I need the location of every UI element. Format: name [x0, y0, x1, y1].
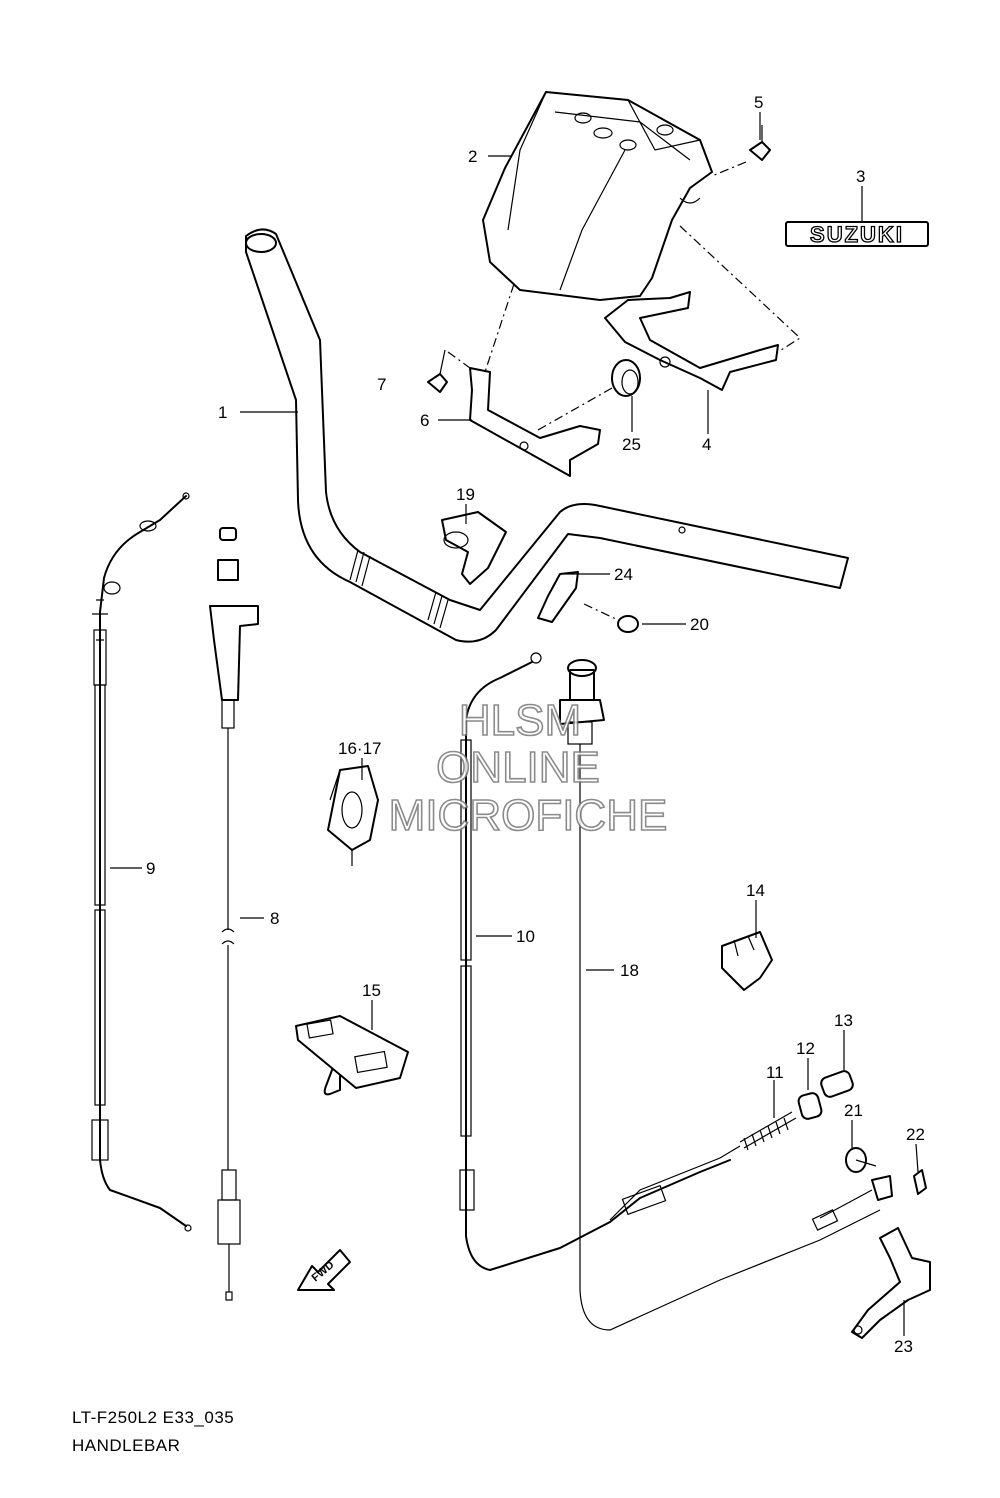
suzuki-emblem-text: SUZUKI: [810, 222, 904, 247]
callout-22: 22: [906, 1125, 925, 1144]
watermark-line-1: HLSM: [459, 696, 581, 745]
callout-7: 7: [377, 375, 386, 394]
callout-9: 9: [146, 859, 155, 878]
callout-23: 23: [894, 1337, 913, 1356]
grommet-25: [611, 359, 641, 397]
pin-13: [820, 1070, 854, 1098]
callout-13: 13: [834, 1011, 853, 1030]
cable-8: [209, 527, 259, 1301]
screw-7: [427, 349, 448, 393]
watermark-line-3: MICROFICHE: [389, 791, 668, 840]
forward-arrow-icon: FWD: [297, 1249, 351, 1291]
callout-1: 1: [218, 403, 227, 422]
callout-25: 25: [622, 435, 641, 454]
diagram-code: LT-F250L2 E33_035: [72, 1408, 235, 1427]
clip-22: [913, 1169, 927, 1195]
callout-14: 14: [746, 881, 765, 900]
callout-24: 24: [614, 565, 633, 584]
collar-12: [797, 1092, 823, 1120]
callout-labels: 1 2 3 4 5 6 7 8 9 10 11 12 13 14 15 16·1…: [146, 93, 925, 1356]
callout-10: 10: [516, 927, 535, 946]
callout-19: 19: [456, 485, 475, 504]
callout-8: 8: [270, 909, 279, 928]
handlebar-cover: [482, 91, 713, 301]
bolt-20: [583, 603, 639, 633]
screw-5: [749, 125, 771, 161]
lever-23: [851, 1227, 931, 1339]
bracket-15: [295, 1015, 409, 1096]
choke-cable-18: [559, 659, 881, 1331]
callout-18: 18: [620, 961, 639, 980]
callout-15: 15: [362, 981, 381, 1000]
cable-10: [459, 652, 731, 1271]
assembly-lines: [447, 161, 801, 431]
callout-21: 21: [844, 1101, 863, 1120]
callout-2: 2: [468, 147, 477, 166]
handlebar-1: [245, 228, 849, 643]
cable-end: [811, 1175, 893, 1231]
callout-6: 6: [420, 411, 429, 430]
clamp-16-17: [327, 765, 379, 866]
watermark: HLSM ONLINE MICROFICHE: [388, 695, 668, 841]
callout-20: 20: [690, 615, 709, 634]
bracket-4: [604, 291, 779, 391]
watermark-line-2: ONLINE: [436, 743, 600, 792]
callout-12: 12: [796, 1039, 815, 1058]
callout-3: 3: [856, 167, 865, 186]
callout-11: 11: [766, 1063, 784, 1082]
callout-5: 5: [754, 93, 763, 112]
holder-19: [441, 511, 507, 585]
bracket-6: [469, 367, 601, 477]
clamp-14: [721, 931, 773, 991]
clamp-24: [537, 571, 579, 623]
pin-21: [845, 1147, 877, 1173]
spring-11: [609, 1111, 797, 1221]
suzuki-emblem: SUZUKI: [785, 221, 929, 248]
diagram-name: HANDLEBAR: [72, 1436, 181, 1455]
callout-4: 4: [702, 435, 711, 454]
leader-lines: [110, 112, 919, 1336]
callout-16-17: 16·17: [338, 739, 381, 758]
cable-9: [91, 492, 192, 1232]
